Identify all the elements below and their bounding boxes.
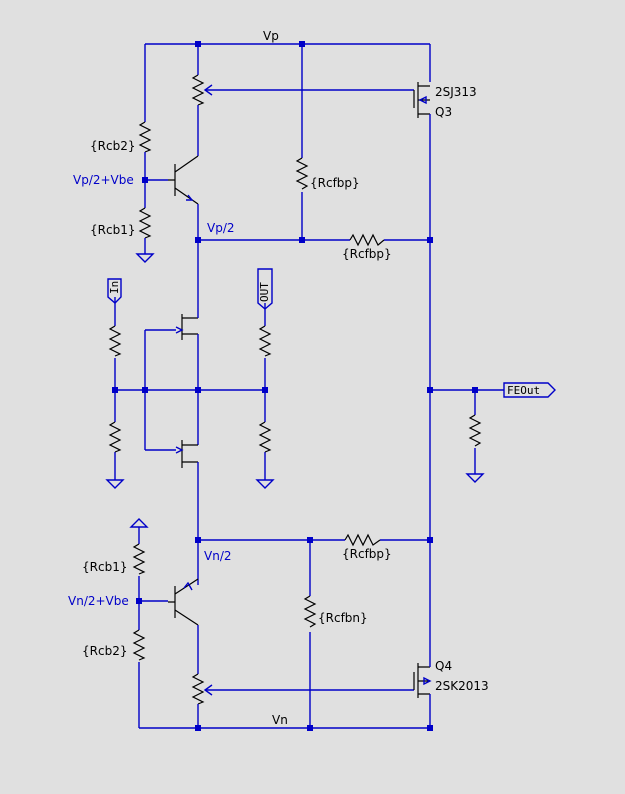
rcb2-top-label: {Rcb2} — [90, 139, 135, 153]
bjt-bottom-emitter-arrow — [183, 581, 193, 591]
jfet-upper — [181, 314, 198, 340]
vn-half-wire — [198, 390, 431, 658]
resistor-rcfbp-top-horizontal — [349, 233, 385, 247]
net-label-vn-half: Vn/2 — [204, 549, 232, 563]
resistor-rcfbp-top-vertical — [295, 157, 309, 190]
q4-model-label: 2SK2013 — [435, 679, 489, 693]
pot-bottom-wiper-arrow — [203, 684, 213, 696]
input-wire — [114, 297, 198, 480]
net-label-vn-half-vbe: Vn/2+Vbe — [68, 594, 129, 608]
resistor-rcfbn — [303, 595, 317, 628]
rcb1-top-label: {Rcb1} — [90, 223, 135, 237]
q4-name-label: Q4 — [435, 659, 452, 673]
resistor-input-top — [108, 325, 122, 357]
port-in-label: In — [108, 281, 121, 294]
junction-dots — [112, 41, 478, 731]
pot-top-wiper-arrow — [203, 84, 213, 96]
rcfbn-label: {Rcfbn} — [318, 611, 368, 625]
resistor-input-bottom — [108, 421, 122, 453]
bias-wire-bottom — [138, 527, 168, 728]
resistor-rcb2-bottom — [132, 629, 146, 661]
net-label-vp: Vp — [263, 29, 279, 43]
resistor-rcb2-top — [138, 121, 152, 153]
resistor-feout — [468, 414, 482, 447]
bjt-top-emitter-arrow — [186, 194, 194, 201]
port-feout-shape — [503, 382, 556, 398]
mosfet-q3-arrow — [418, 95, 427, 105]
resistor-out-bottom — [258, 421, 272, 453]
net-label-vp-half-vbe: Vp/2+Vbe — [73, 173, 134, 187]
rcfbp-top-h-label: {Rcfbp} — [342, 247, 392, 261]
jfet-upper-arrow — [175, 326, 184, 334]
port-feout-label: FEOut — [507, 384, 540, 397]
pot-top — [191, 74, 205, 106]
vp-rail — [144, 43, 431, 122]
rcb2-bottom-label: {Rcb2} — [82, 644, 127, 658]
ground-symbol-bottom-bias — [129, 518, 149, 528]
rcfbp-top-label: {Rcfbp} — [310, 176, 360, 190]
bjt-bottom — [168, 578, 199, 626]
port-in-shape — [107, 278, 122, 304]
feout-wire — [430, 389, 504, 474]
rcfbp-bottom-h-label: {Rcfbp} — [342, 547, 392, 561]
net-label-vn: Vn — [272, 713, 288, 727]
resistor-rcb1-bottom — [132, 543, 146, 575]
out-wire — [198, 303, 266, 480]
bias-wire-top — [144, 152, 168, 208]
mosfet-q4-arrow — [423, 676, 432, 686]
resistor-out-top — [258, 325, 272, 357]
ground-symbol-out — [255, 479, 275, 489]
resistor-rcb1-top — [138, 207, 152, 239]
jfet-lower — [181, 440, 198, 468]
net-label-vp-half: Vp/2 — [207, 221, 235, 235]
jfet-lower-arrow — [175, 446, 184, 454]
resistor-rcfbp-bottom-horizontal — [344, 533, 381, 547]
mosfet-q4 — [413, 663, 430, 698]
port-out-shape — [257, 268, 273, 310]
ground-symbol-feout — [465, 473, 485, 483]
bjt-top — [168, 155, 199, 205]
mosfet-q3 — [413, 82, 430, 118]
q3-name-label: Q3 — [435, 105, 452, 119]
q3-model-label: 2SJ313 — [435, 85, 477, 99]
rcb1-bottom-label: {Rcb1} — [82, 560, 127, 574]
ground-symbol-input — [105, 479, 125, 489]
ground-symbol-top — [135, 253, 155, 263]
port-out-label: OUT — [258, 282, 271, 302]
pot-bottom — [191, 673, 205, 705]
